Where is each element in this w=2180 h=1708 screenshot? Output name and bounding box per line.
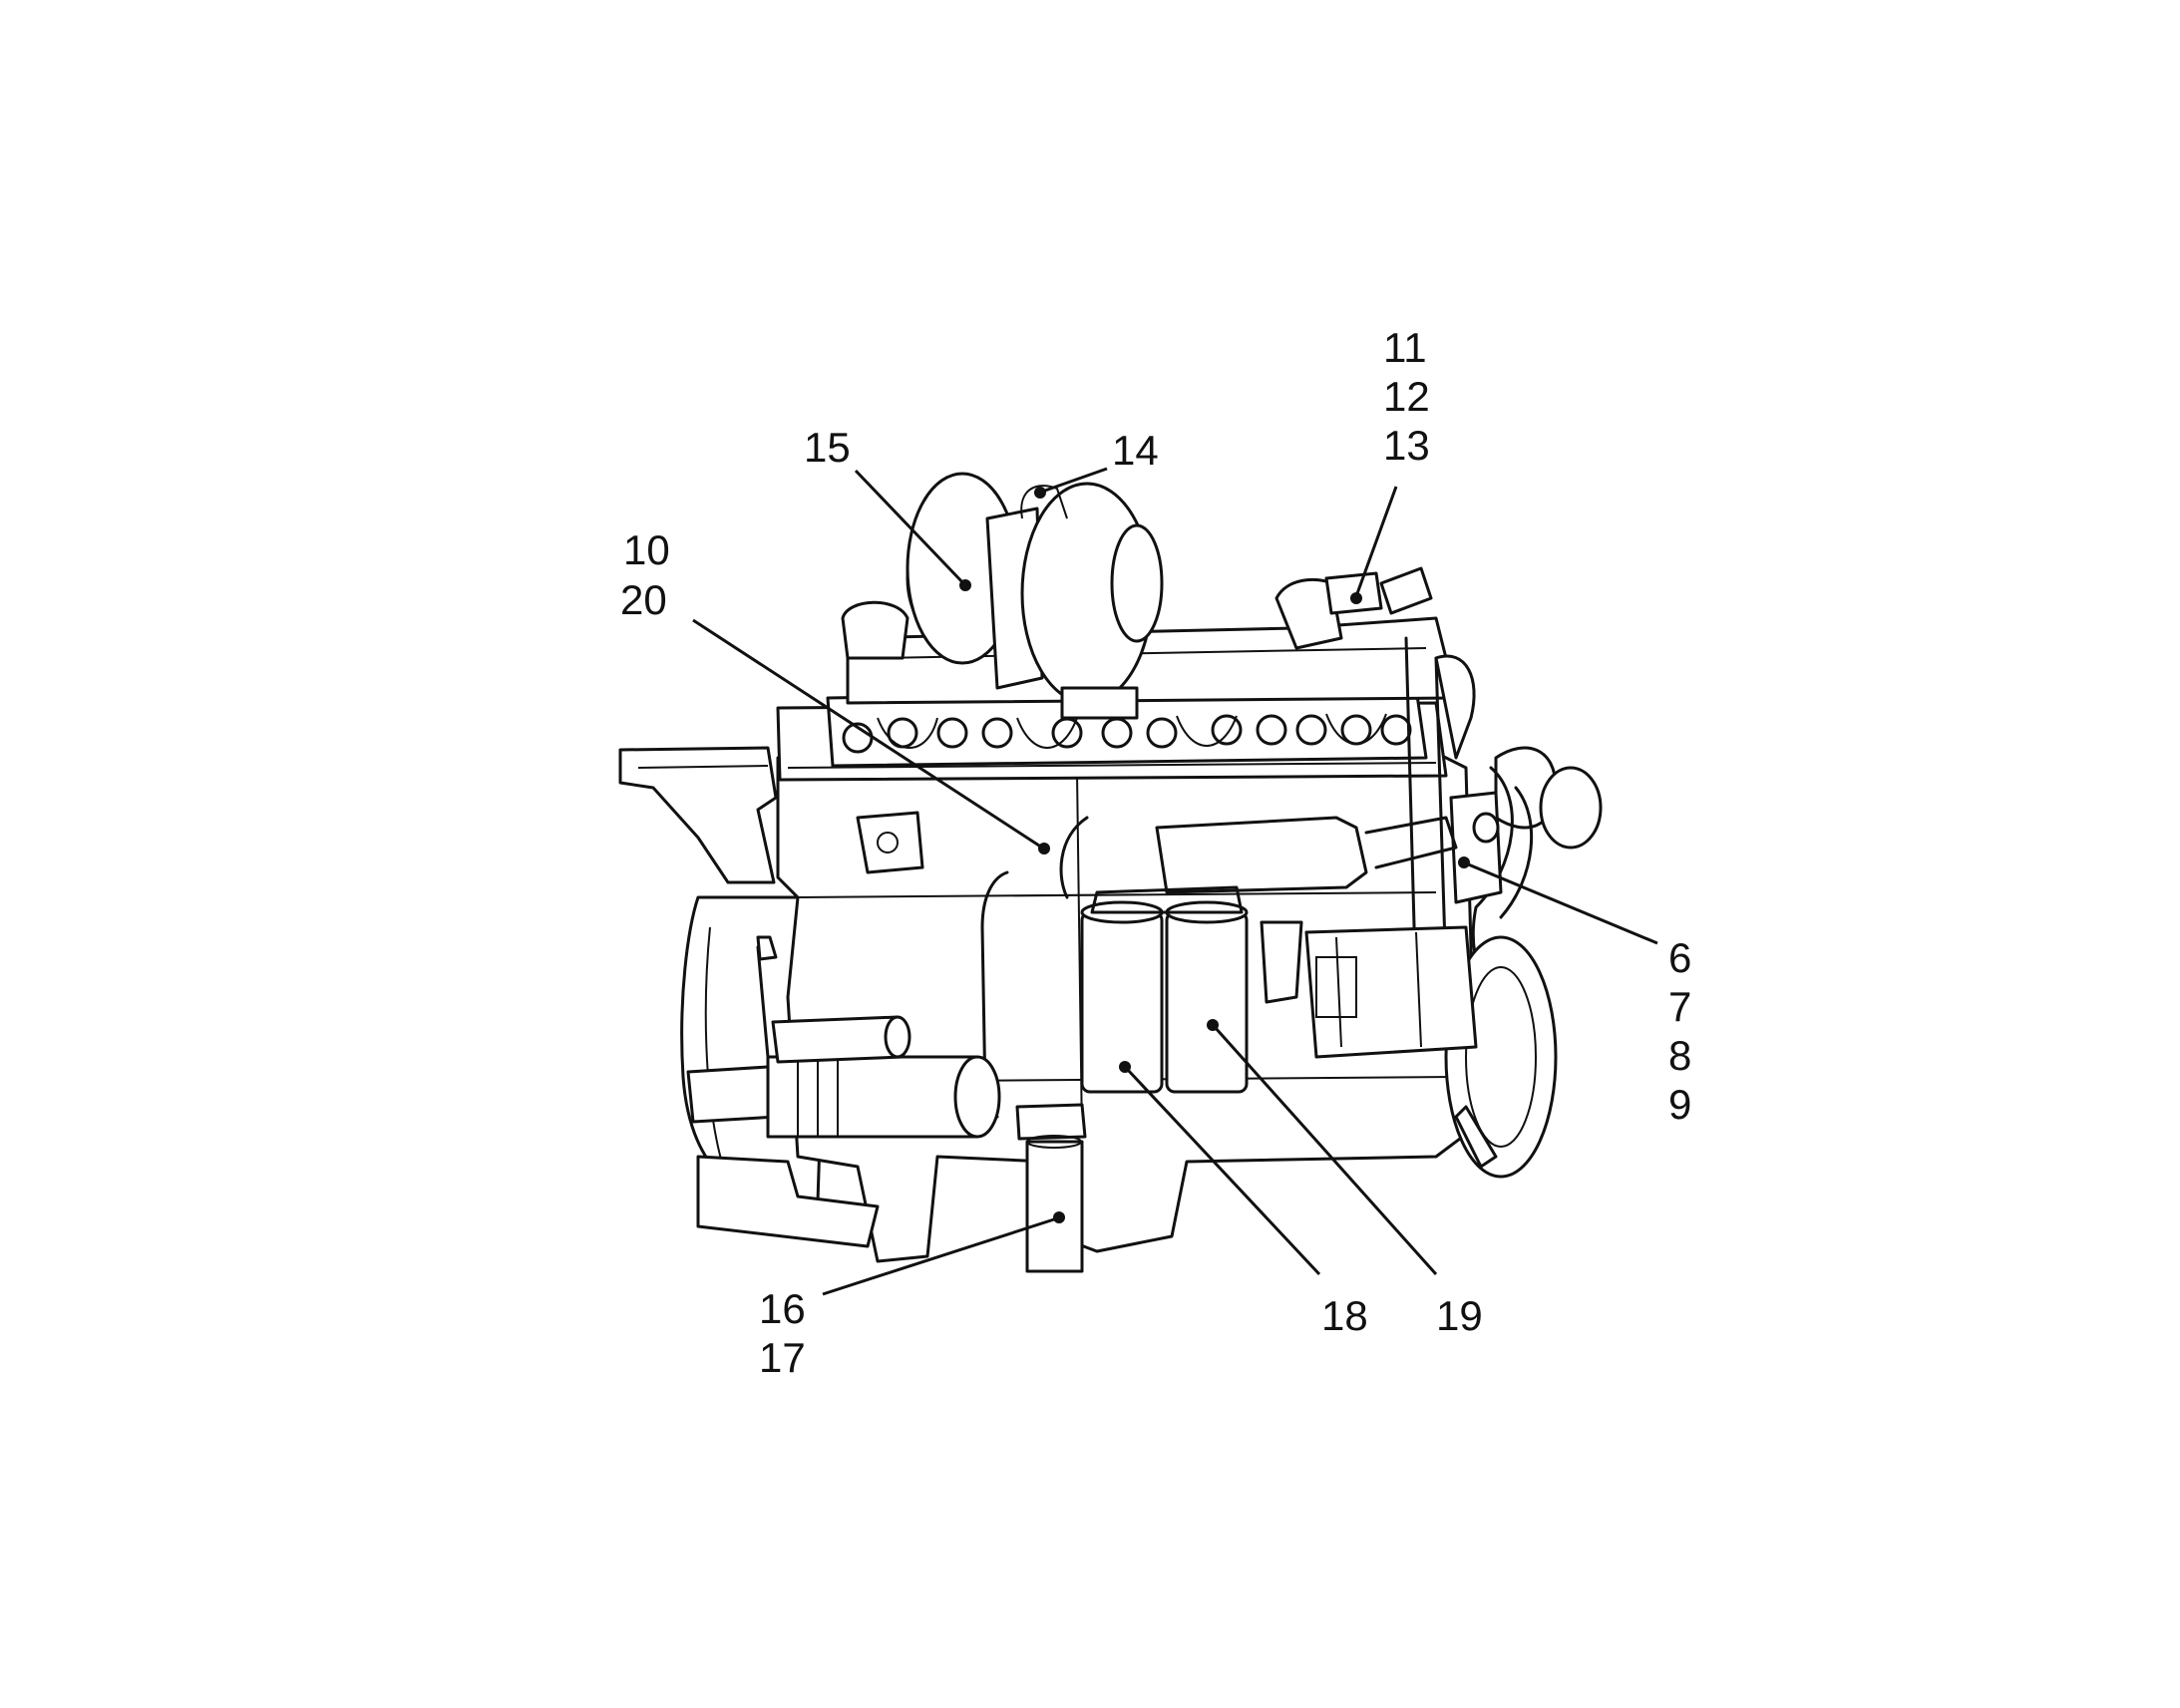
callout-9: 9 (1668, 1081, 1691, 1128)
callout-6: 6 (1668, 934, 1691, 981)
fuel-filters (1080, 885, 1249, 1094)
turbocharger (906, 472, 1164, 720)
starter-motor (686, 1015, 1001, 1139)
callout-19: 19 (1436, 1292, 1483, 1339)
oil-filter (1015, 1103, 1087, 1273)
callout-11: 11 (1383, 324, 1427, 371)
leader-lines (692, 467, 1658, 1296)
callout-18: 18 (1321, 1292, 1368, 1339)
engine-drawing (618, 472, 1603, 1273)
callout-15: 15 (804, 424, 851, 471)
callout-7: 7 (1668, 983, 1691, 1030)
callout-labels: 11 12 13 15 14 10 20 6 7 8 9 16 17 18 19 (620, 324, 1691, 1381)
callout-12: 12 (1383, 373, 1430, 420)
callout-13: 13 (1383, 422, 1430, 469)
callout-16: 16 (759, 1285, 806, 1332)
callout-14: 14 (1112, 427, 1159, 474)
callout-10: 10 (623, 526, 670, 573)
callout-20: 20 (620, 576, 667, 623)
callout-8: 8 (1668, 1032, 1691, 1079)
callout-17: 17 (759, 1334, 806, 1381)
